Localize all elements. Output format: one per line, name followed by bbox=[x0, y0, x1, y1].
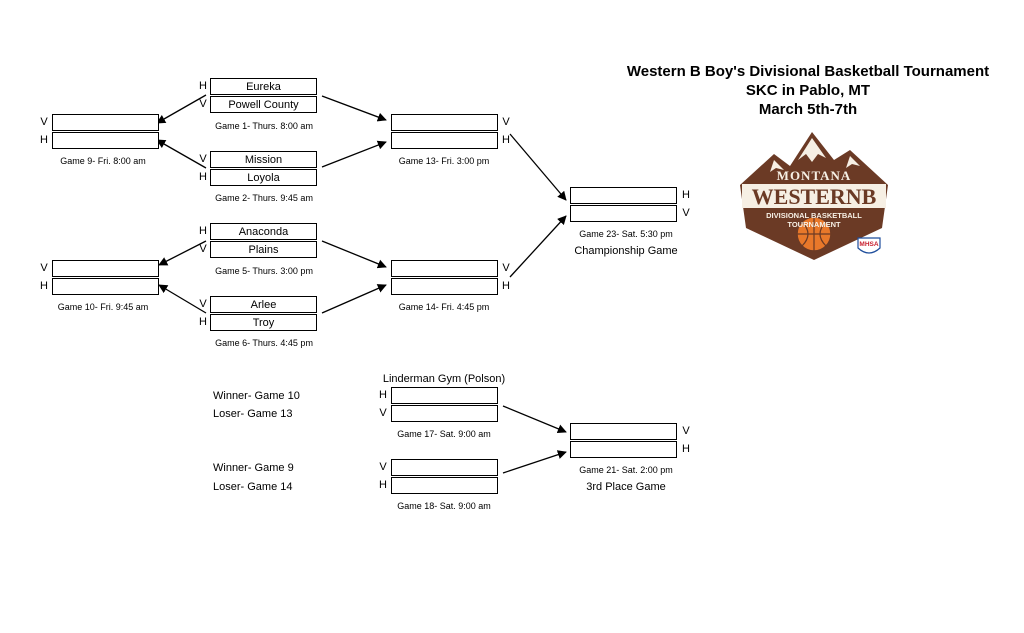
consolation-label-2: Loser- Game 13 bbox=[213, 408, 293, 420]
g10-top-side: V bbox=[40, 262, 48, 274]
connector-g14-g23 bbox=[509, 215, 567, 278]
g13-top-side: V bbox=[502, 116, 510, 128]
g13-bottom-slot bbox=[391, 132, 498, 149]
g18-top-side: V bbox=[379, 461, 387, 473]
g6-caption: Game 6- Thurs. 4:45 pm bbox=[215, 338, 313, 348]
g13-top-slot bbox=[391, 114, 498, 131]
g21-top-side: V bbox=[682, 425, 690, 437]
connector-g2-g9 bbox=[156, 139, 207, 169]
title-line-3: March 5th-7th bbox=[758, 101, 858, 118]
g14-top-slot bbox=[391, 260, 498, 277]
g18-bottom-slot bbox=[391, 477, 498, 494]
logo-sub-text-2: TOURNAMENT bbox=[787, 220, 841, 229]
connector-g2-g13 bbox=[321, 140, 387, 168]
consolation-label-1: Winner- Game 10 bbox=[213, 390, 300, 402]
g10-bottom-slot bbox=[52, 278, 159, 295]
logo-main-text: WESTERNB bbox=[752, 184, 877, 209]
g17-caption: Game 17- Sat. 9:00 am bbox=[397, 429, 491, 439]
g18-top-slot bbox=[391, 459, 498, 476]
g2-caption: Game 2- Thurs. 9:45 am bbox=[215, 193, 313, 203]
g13-caption: Game 13- Fri. 3:00 pm bbox=[398, 156, 490, 166]
g9-bottom-side: H bbox=[40, 134, 48, 146]
g2-top-team: Mission bbox=[210, 151, 317, 168]
connector-g17-g21 bbox=[502, 405, 567, 434]
g5-top-side: H bbox=[199, 225, 207, 237]
g9-bottom-slot bbox=[52, 132, 159, 149]
g23-bottom-slot bbox=[570, 205, 677, 222]
championship-label: Championship Game bbox=[574, 245, 678, 257]
g10-bottom-side: H bbox=[40, 280, 48, 292]
connector-g13-g23 bbox=[509, 133, 567, 201]
logo-top-text: MONTANA bbox=[777, 168, 852, 183]
g17-bottom-side: V bbox=[379, 407, 387, 419]
g21-top-slot bbox=[570, 423, 677, 440]
g21-bottom-slot bbox=[570, 441, 677, 458]
mhsa-badge bbox=[857, 237, 881, 254]
title-line-2: SKC in Pablo, MT bbox=[745, 82, 871, 99]
connector-g1-g13 bbox=[321, 95, 387, 122]
g17-top-side: H bbox=[379, 389, 387, 401]
g14-bottom-slot bbox=[391, 278, 498, 295]
connector-g5-g10 bbox=[158, 240, 207, 266]
g6-bottom-side: H bbox=[199, 316, 207, 328]
g6-bottom-team: Troy bbox=[210, 314, 317, 331]
logo-snow bbox=[798, 138, 826, 162]
third-place-label: 3rd Place Game bbox=[586, 481, 666, 493]
g23-caption: Game 23- Sat. 5:30 pm bbox=[579, 229, 673, 239]
g13-bottom-side: H bbox=[502, 134, 510, 146]
g10-top-slot bbox=[52, 260, 159, 277]
g9-caption: Game 9- Fri. 8:00 am bbox=[60, 156, 146, 166]
g1-caption: Game 1- Thurs. 8:00 am bbox=[215, 121, 313, 131]
g2-top-side: V bbox=[199, 153, 207, 165]
g23-top-side: H bbox=[682, 189, 690, 201]
connector-g6-g10 bbox=[158, 284, 207, 314]
g9-top-side: V bbox=[40, 116, 48, 128]
g14-caption: Game 14- Fri. 4:45 pm bbox=[398, 302, 490, 312]
g21-caption: Game 21- Sat. 2:00 pm bbox=[579, 465, 673, 475]
mhsa-badge-text: MHSA bbox=[859, 241, 878, 248]
g1-top-team: Eureka bbox=[210, 78, 317, 95]
g23-top-slot bbox=[570, 187, 677, 204]
g5-caption: Game 5- Thurs. 3:00 pm bbox=[215, 266, 313, 276]
g1-bottom-team: Powell County bbox=[210, 96, 317, 113]
connector-g5-g14 bbox=[321, 240, 387, 269]
g6-top-team: Arlee bbox=[210, 296, 317, 313]
tournament-title: Western B Boy's Divisional Basketball To… bbox=[588, 62, 1024, 119]
g18-caption: Game 18- Sat. 9:00 am bbox=[397, 501, 491, 511]
consolation-label-3: Winner- Game 9 bbox=[213, 462, 294, 474]
g9-top-slot bbox=[52, 114, 159, 131]
g14-top-side: V bbox=[502, 262, 510, 274]
g6-top-side: V bbox=[199, 298, 207, 310]
g21-bottom-side: H bbox=[682, 443, 690, 455]
connector-g6-g14 bbox=[321, 284, 387, 314]
g17-venue: Linderman Gym (Polson) bbox=[382, 373, 506, 385]
montana-western-b-logo: MONTANA WESTERNB DIVISIONAL BASKETBALL T… bbox=[740, 132, 888, 260]
g2-bottom-side: H bbox=[199, 171, 207, 183]
title-line-1: Western B Boy's Divisional Basketball To… bbox=[626, 63, 990, 80]
g5-top-team: Anaconda bbox=[210, 223, 317, 240]
g18-bottom-side: H bbox=[379, 479, 387, 491]
connector-g18-g21 bbox=[502, 450, 567, 474]
g23-bottom-side: V bbox=[682, 207, 690, 219]
g10-caption: Game 10- Fri. 9:45 am bbox=[57, 302, 149, 312]
connector-g1-g9 bbox=[156, 94, 207, 124]
g2-bottom-team: Loyola bbox=[210, 169, 317, 186]
g17-bottom-slot bbox=[391, 405, 498, 422]
logo-sub-text-1: DIVISIONAL BASKETBALL bbox=[766, 211, 862, 220]
g17-top-slot bbox=[391, 387, 498, 404]
g14-bottom-side: H bbox=[502, 280, 510, 292]
consolation-label-4: Loser- Game 14 bbox=[213, 481, 293, 493]
g5-bottom-side: V bbox=[199, 243, 207, 255]
g1-bottom-side: V bbox=[199, 98, 207, 110]
g1-top-side: H bbox=[199, 80, 207, 92]
g5-bottom-team: Plains bbox=[210, 241, 317, 258]
